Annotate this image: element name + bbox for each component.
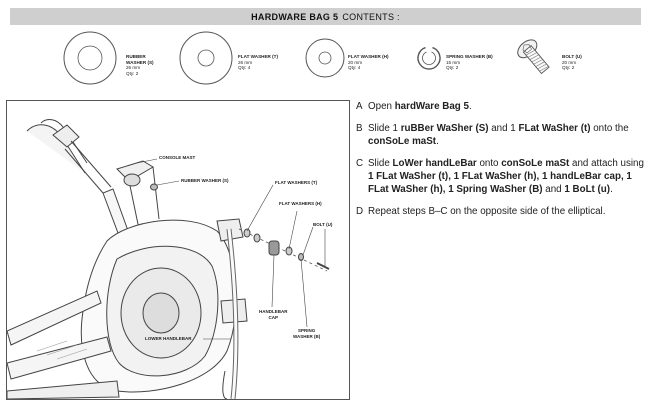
callout-console-mast: CONSOLE MAST	[159, 155, 196, 160]
bolt-illustration	[517, 39, 550, 75]
header-title-bold: HARDWARE BAG 5	[251, 11, 339, 22]
step-c: C Slide LoWer handLeBar onto conSoLe maS…	[356, 158, 644, 195]
assembly-diagram: CONSOLE MAST RUBBER WASHER (S) FLAT WASH…	[6, 100, 350, 400]
callout-flat-washers-t: FLAT WASHERS (T)	[275, 180, 318, 185]
callout-rubber-washer: RUBBER WASHER (S)	[181, 178, 229, 183]
callout-spring-washer: SPRING WASHER (B)	[293, 328, 321, 339]
spring-washer-label: SPRING WASHER (B) 15 mm Qty: 2	[446, 54, 493, 71]
hardware-bag-header: HARDWARE BAG 5 CONTENTS :	[10, 8, 641, 25]
rubber-washer-illustration	[63, 31, 117, 85]
callout-lower-handlebar: LOWER HANDLEBAR	[145, 336, 192, 341]
bolt-label: BOLT (U) 20 mm Qty: 2	[562, 54, 582, 71]
flat-washer-h-label: FLAT WASHER (H) 20 mm Qty: 4	[348, 54, 389, 71]
callout-handlebar-cap: HANDLEBAR CAP	[259, 309, 288, 320]
step-b: B Slide 1 ruBBer WaSher (S) and 1 FLat W…	[356, 123, 629, 147]
flat-washer-t-illustration	[179, 31, 233, 85]
header-title-rest: CONTENTS :	[342, 11, 400, 22]
flat-washer-h-illustration	[305, 38, 345, 78]
callout-flat-washers-h: FLAT WASHERS (H)	[279, 201, 322, 206]
callout-bolt-u: BOLT (U)	[313, 222, 333, 227]
rubber-washer-label: RUBBER WASHER (S) 26 mm Qty: 2	[126, 54, 154, 76]
step-d: D Repeat steps B–C on the opposite side …	[356, 206, 606, 217]
step-a: A Open hardWare Bag 5.	[356, 101, 472, 112]
parts-row: RUBBER WASHER (S) 26 mm Qty: 2 FLAT WASH…	[0, 28, 651, 88]
flat-washer-t-label: FLAT WASHER (T) 26 mm Qty: 4	[238, 54, 278, 71]
elliptical-assembly-illustration	[7, 119, 330, 399]
spring-washer-illustration	[417, 46, 441, 70]
assembly-steps: A Open hardWare Bag 5. B Slide 1 ruBBer …	[356, 100, 646, 227]
